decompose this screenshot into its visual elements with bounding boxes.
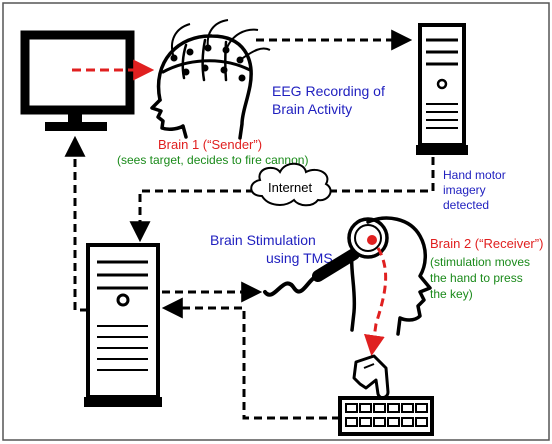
keypress-link <box>161 297 340 420</box>
receiver-head-icon <box>349 216 432 336</box>
receiver-desc-line3: the key) <box>430 287 473 301</box>
motor-label-line2: imagery <box>443 183 486 197</box>
eeg-label-line1: EEG Recording of <box>272 83 385 99</box>
receiver-desc-line1: (stimulation moves <box>430 255 530 269</box>
monitor-icon <box>20 30 135 131</box>
eeg-computer-icon <box>416 23 468 155</box>
receiver-title: Brain 2 (“Receiver”) <box>430 236 543 251</box>
internet-link <box>140 157 435 238</box>
internet-cloud-icon <box>250 162 332 207</box>
internet-label: Internet <box>268 180 312 195</box>
motor-pathway-arrow <box>363 247 388 357</box>
tms-coil-icon <box>263 217 389 297</box>
sender-head-icon <box>150 34 253 140</box>
motor-label-line1: Hand motor <box>443 168 506 182</box>
stim-label-line2: using TMS <box>266 250 333 266</box>
stim-label-line1: Brain Stimulation <box>210 232 316 248</box>
receiver-desc-line2: the hand to press <box>430 271 523 285</box>
eeg-wires <box>171 19 271 61</box>
eeg-label-line2: Brain Activity <box>272 101 352 117</box>
keyboard-icon <box>338 396 434 436</box>
receiver-computer-icon <box>84 243 162 407</box>
feedback-link <box>64 135 88 312</box>
eeg-electrodes <box>170 44 246 82</box>
sender-title: Brain 1 (“Sender”) <box>158 137 262 152</box>
sender-description: (sees target, decides to fire cannon) <box>117 153 308 167</box>
motor-label-line3: detected <box>443 198 489 212</box>
